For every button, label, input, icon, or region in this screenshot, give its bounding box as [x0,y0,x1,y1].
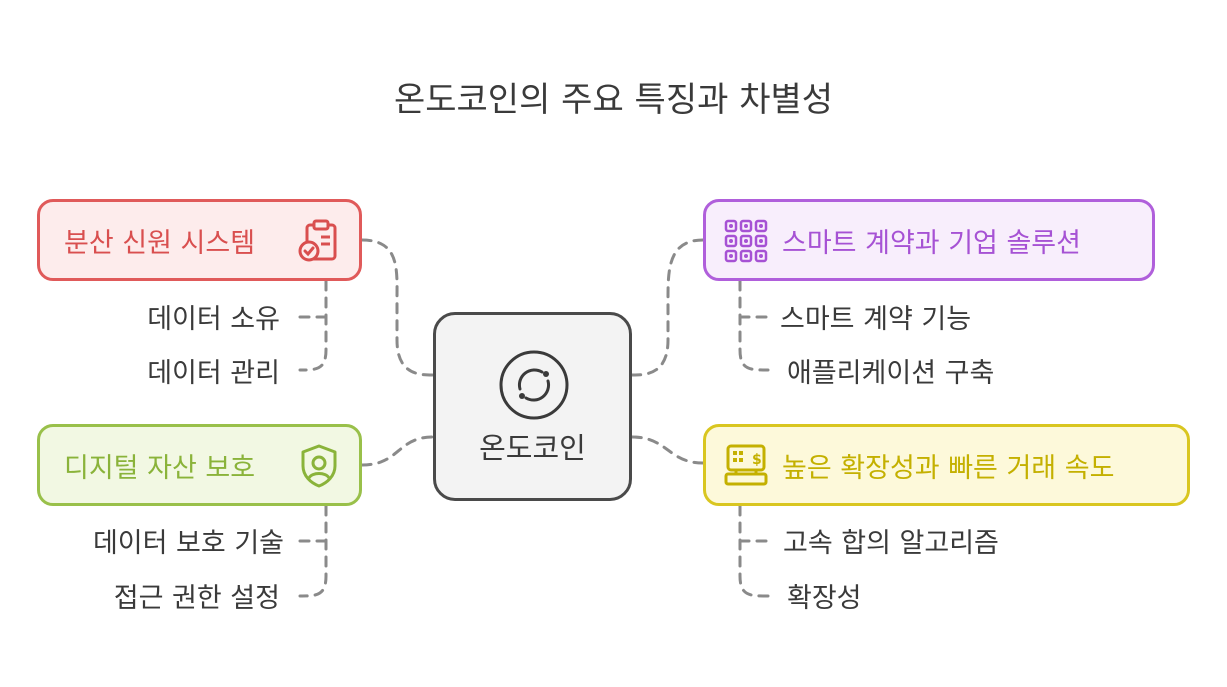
branch-label: 스마트 계약과 기업 솔루션 [782,227,1081,259]
center-label: 온도코인 [479,431,586,465]
diagram-title: 온도코인의 주요 특징과 차별성 [393,80,834,120]
leaf-data-management: 데이터 관리 [147,358,280,389]
leaf-access-permission: 접근 권한 설정 [113,583,280,614]
circuit-grid-icon [724,219,768,263]
clipboard-check-icon [298,219,337,262]
connector-red-center [360,238,435,377]
svg-text:$: $ [752,452,762,468]
shield-user-icon [301,444,337,488]
leaf-data-ownership: 데이터 소유 [147,304,280,335]
connector-purple-center [630,238,705,377]
leaf-smart-contract-function: 스마트 계약 기능 [780,304,972,335]
connector-yellow-center [630,435,705,465]
connector-red-children [298,279,328,372]
branch-label: 높은 확장성과 빠른 거래 속도 [782,452,1115,484]
connector-yellow-children [738,504,770,598]
branch-label: 디지털 자산 보호 [64,452,256,484]
connector-purple-children [738,279,770,372]
center-node: 온도코인 [433,312,632,501]
connector-green-center [360,435,435,467]
branch-smart-contract: 스마트 계약과 기업 솔루션 [703,199,1155,281]
branch-digital-asset-protection: 디지털 자산 보호 [37,424,362,506]
leaf-data-protection-tech: 데이터 보호 기술 [92,528,284,559]
cash-register-icon: $ [724,444,768,486]
branch-decentralized-identity: 분산 신원 시스템 [37,199,362,281]
coin-cycle-icon [499,350,569,420]
leaf-scalability: 확장성 [787,583,862,614]
branch-scalability-speed: $ 높은 확장성과 빠른 거래 속도 [703,424,1190,506]
branch-label: 분산 신원 시스템 [64,227,256,259]
leaf-fast-consensus: 고속 합의 알고리즘 [783,528,999,559]
connector-green-children [298,504,328,598]
leaf-application-build: 애플리케이션 구축 [787,358,995,389]
